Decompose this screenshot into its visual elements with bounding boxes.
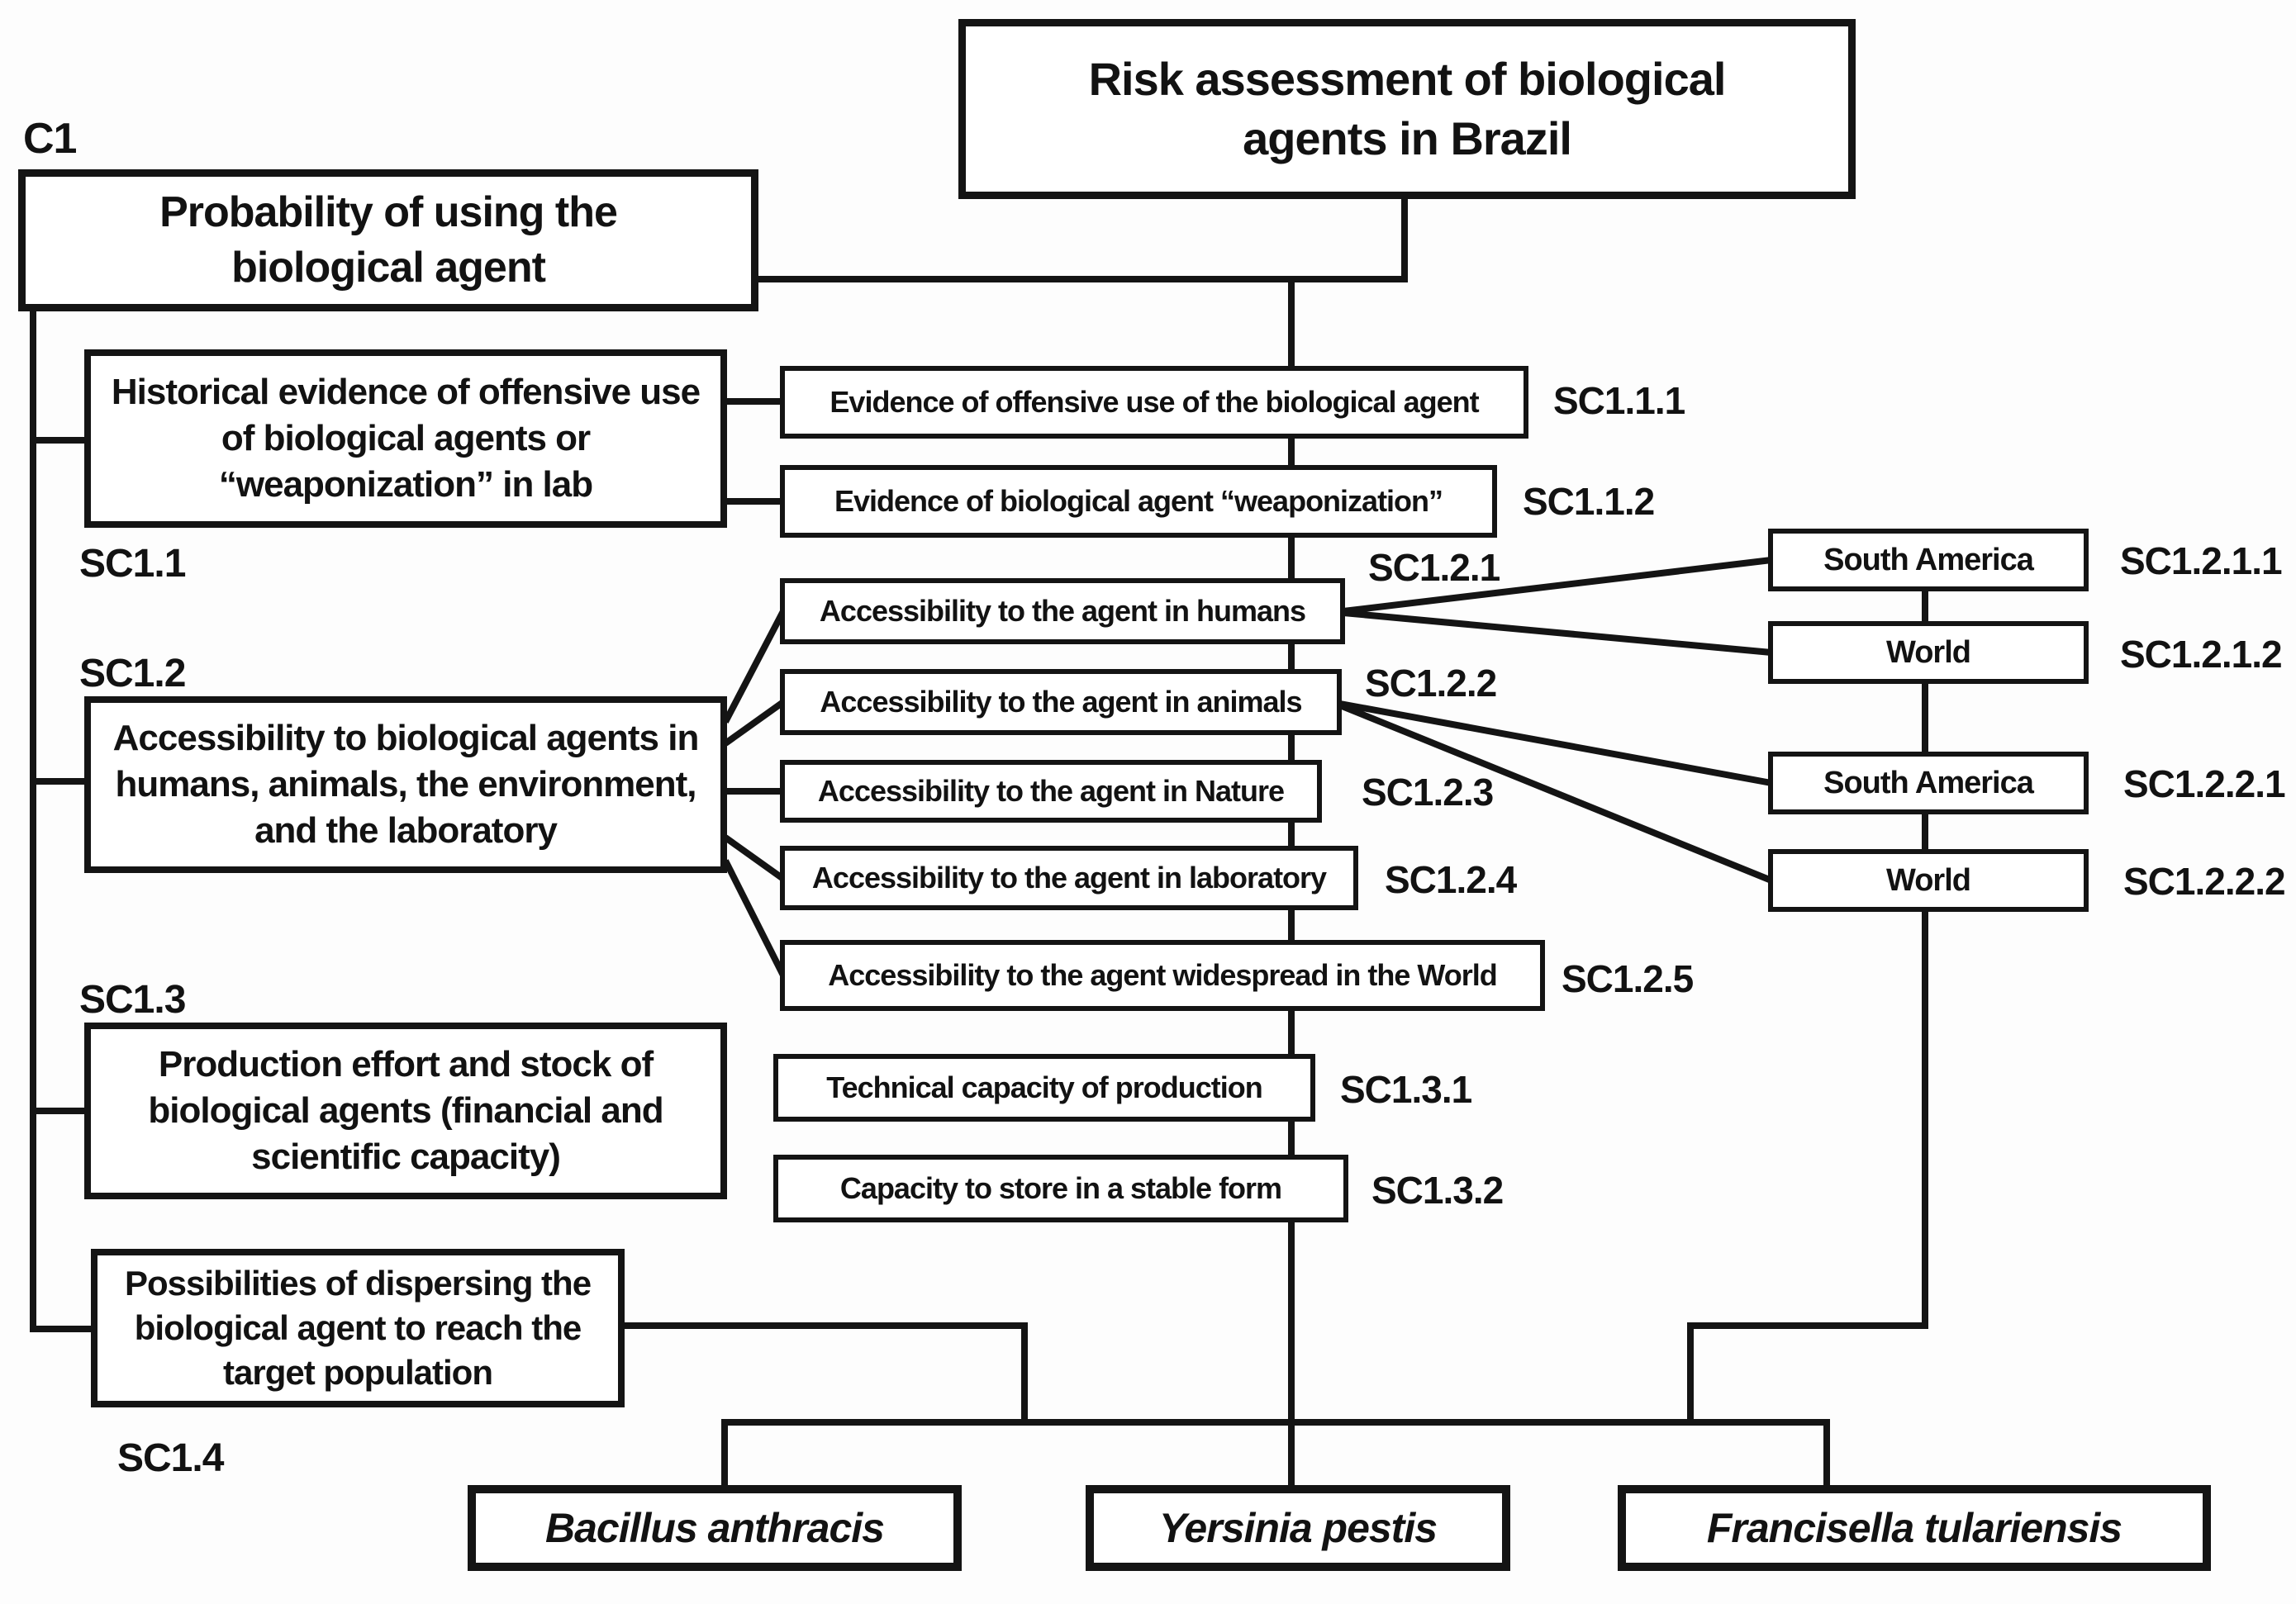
node-sc1-1-1-evidence-offensive-use: Evidence of offensive use of the biologi… — [780, 366, 1528, 439]
label-sc1-2-1-1: SC1.2.1.1 — [2120, 539, 2283, 582]
node-sc1-2-2-agent-in-animals: Accessibility to the agent in animals — [780, 669, 1342, 735]
node-sc1-2-5-widespread-world: Accessibility to the agent widespread in… — [780, 940, 1545, 1011]
label-sc1-2: SC1.2 — [79, 652, 186, 695]
node-sc1-2-1-agent-in-humans: Accessibility to the agent in humans — [780, 578, 1345, 644]
node-sc1-1-2-evidence-weaponization: Evidence of biological agent “weaponizat… — [780, 465, 1497, 538]
node-sc1-2-1-1-south-america: South America — [1768, 529, 2089, 591]
node-sc1-2-4-agent-in-laboratory: Accessibility to the agent in laboratory — [780, 846, 1358, 910]
label-sc1-2-5: SC1.2.5 — [1562, 957, 1694, 1000]
label-sc1-3-1: SC1.3.1 — [1340, 1068, 1472, 1111]
node-agent-yersinia-pestis: Yersinia pestis — [1086, 1485, 1510, 1571]
node-sc1-2-1-2-world: World — [1768, 621, 2089, 684]
label-sc1-2-2-2: SC1.2.2.2 — [2123, 860, 2286, 903]
node-agent-bacillus-anthracis: Bacillus anthracis — [468, 1485, 962, 1571]
node-agent-francisella-tulariensis: Francisella tulariensis — [1618, 1485, 2211, 1571]
label-sc1-1-1: SC1.1.1 — [1553, 379, 1685, 422]
label-sc1-2-2-1: SC1.2.2.1 — [2123, 762, 2286, 805]
label-sc1-2-2: SC1.2.2 — [1365, 662, 1497, 705]
label-sc1-2-1-2: SC1.2.1.2 — [2120, 633, 2283, 676]
node-sc1-3-2-capacity-to-store: Capacity to store in a stable form — [773, 1155, 1348, 1222]
label-c1: C1 — [23, 115, 77, 163]
label-sc1-2-1: SC1.2.1 — [1368, 546, 1500, 589]
node-sc1-1-historical-evidence: Historical evidence of offensive use of … — [84, 349, 727, 528]
node-sc1-3-1-technical-capacity: Technical capacity of production — [773, 1054, 1315, 1122]
node-sc1-2-3-agent-in-nature: Accessibility to the agent in Nature — [780, 760, 1322, 823]
node-sc1-2-2-1-south-america: South America — [1768, 752, 2089, 814]
label-sc1-2-3: SC1.2.3 — [1362, 771, 1494, 814]
node-probability-of-use: Probability of using the biological agen… — [18, 169, 758, 311]
node-risk-assessment: Risk assessment of biological agents in … — [958, 19, 1856, 199]
node-sc1-4-dispersing: Possibilities of dispersing the biologic… — [91, 1249, 625, 1407]
label-sc1-1-2: SC1.1.2 — [1523, 480, 1655, 523]
node-sc1-2-2-2-world: World — [1768, 849, 2089, 912]
label-sc1-3: SC1.3 — [79, 978, 186, 1022]
label-sc1-2-4: SC1.2.4 — [1385, 858, 1517, 901]
node-sc1-3-production-effort: Production effort and stock of biologica… — [84, 1023, 727, 1199]
label-sc1-4: SC1.4 — [117, 1436, 224, 1480]
label-sc1-3-2: SC1.3.2 — [1371, 1169, 1504, 1212]
node-sc1-2-accessibility: Accessibility to biological agents in hu… — [84, 696, 727, 873]
label-sc1-1: SC1.1 — [79, 542, 186, 586]
